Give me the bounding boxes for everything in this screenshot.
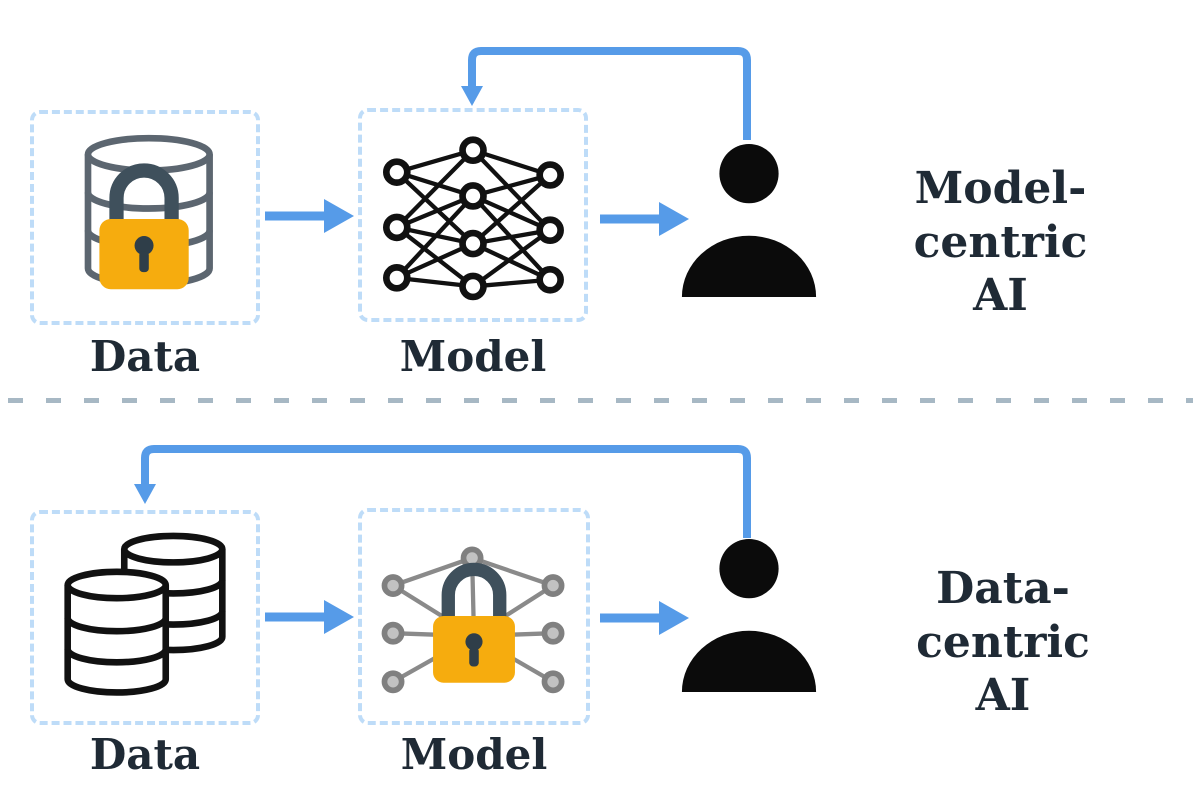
data-centric-title-line2: AI — [975, 670, 1031, 722]
top-model-box — [358, 108, 588, 322]
data-centric-title: Data-centric AI — [853, 562, 1153, 723]
section-divider — [8, 398, 1193, 403]
bottom-data-box — [30, 510, 260, 725]
top-data-box — [30, 110, 260, 325]
top-model-label: Model — [399, 332, 547, 381]
model-centric-title-line2: AI — [973, 270, 1028, 322]
model-centric-title: Model-centric AI — [843, 162, 1158, 323]
arrow-top-model-to-user — [600, 202, 689, 236]
top-data-label: Data — [89, 332, 201, 381]
bottom-model-box — [358, 508, 590, 725]
person-icon — [681, 539, 817, 692]
neural-network-lock-icon — [381, 546, 565, 693]
neural-network-icon — [383, 136, 564, 301]
model-centric-title-line1: Model-centric — [913, 163, 1088, 268]
bottom-model-label: Model — [400, 730, 548, 779]
arrow-bottom-model-to-user — [600, 601, 689, 635]
arrow-bottom-data-to-model — [265, 600, 354, 634]
bottom-data-label: Data — [89, 730, 201, 779]
database-lock-icon — [84, 134, 213, 289]
person-icon — [681, 144, 817, 297]
arrow-top-data-to-model — [265, 199, 354, 233]
feedback-arrow-user-to-data — [134, 445, 751, 538]
database-icon — [64, 532, 226, 696]
data-centric-title-line1: Data-centric — [916, 563, 1090, 668]
feedback-arrow-user-to-model — [461, 47, 751, 140]
